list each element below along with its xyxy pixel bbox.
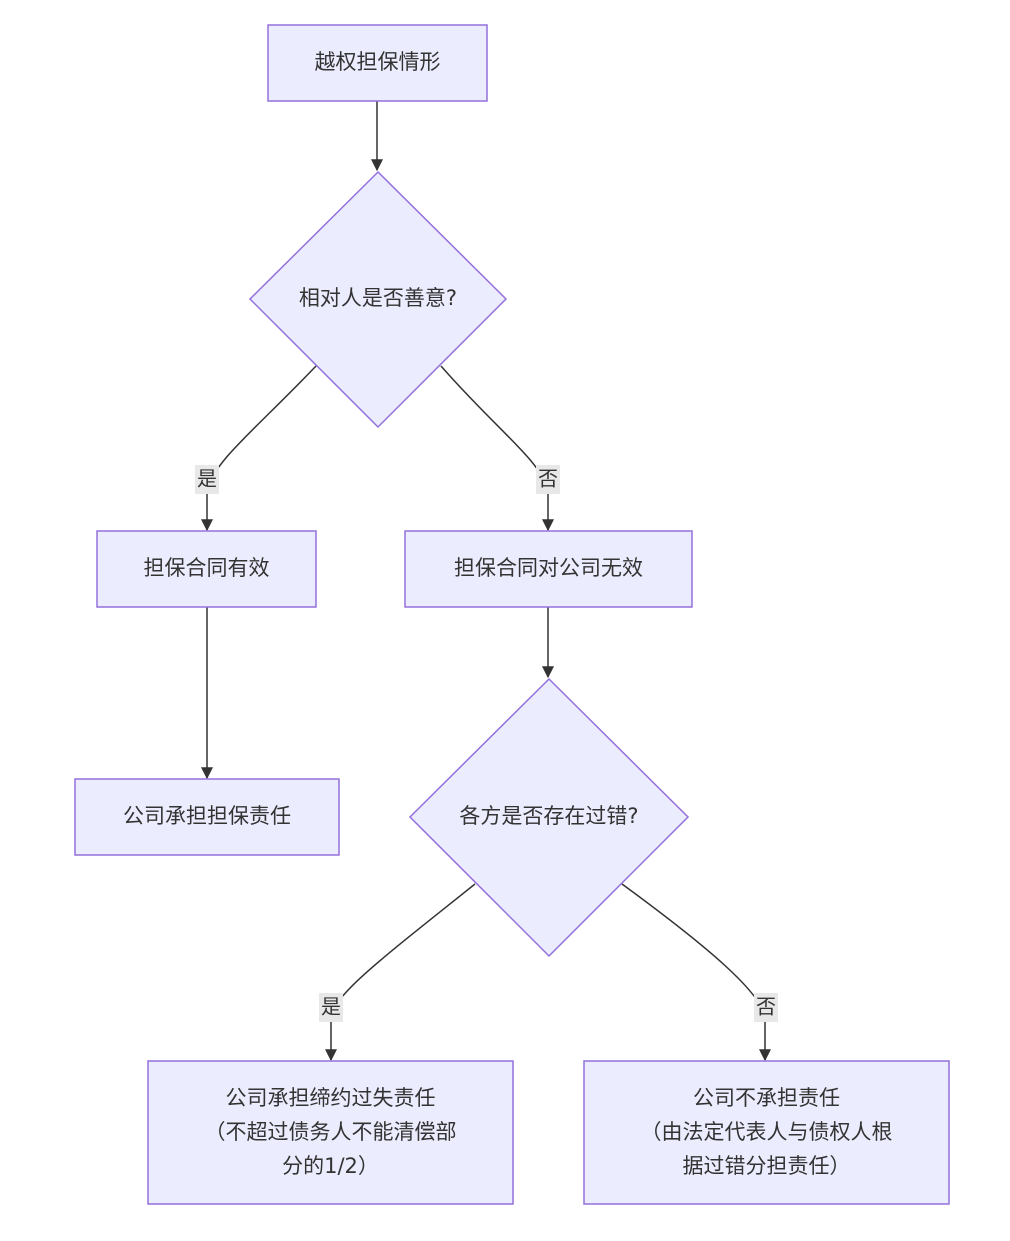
node-company-no-liability: 公司不承担责任 （由法定代表人与债权人根 据过错分担责任） bbox=[583, 1060, 950, 1205]
edge-fault-to-company-fault bbox=[325, 883, 476, 1062]
edges bbox=[201, 101, 771, 1062]
node-company-no-liability-line-2: （由法定代表人与债权人根 bbox=[641, 1120, 893, 1144]
decision-fault-label: 各方是否存在过错? bbox=[459, 804, 638, 828]
edge-label-good-faith-no-text: 否 bbox=[538, 467, 558, 491]
node-company-fault-line-2: （不超过债务人不能清偿部 bbox=[205, 1120, 457, 1144]
node-contract-valid: 担保合同有效 bbox=[96, 530, 317, 608]
edge-label-good-faith-no: 否 bbox=[536, 465, 560, 494]
decision-good-faith: 相对人是否善意? bbox=[248, 170, 508, 429]
node-start-label: 越权担保情形 bbox=[315, 50, 441, 74]
node-start: 越权担保情形 bbox=[267, 24, 488, 102]
edge-label-fault-yes-text: 是 bbox=[321, 995, 341, 1019]
node-company-guarantee-label: 公司承担担保责任 bbox=[123, 804, 291, 828]
edge-label-fault-no-text: 否 bbox=[756, 995, 776, 1019]
node-company-no-liability-line-1: 公司不承担责任 bbox=[693, 1086, 840, 1110]
edge-question-to-valid bbox=[201, 365, 317, 532]
edge-label-good-faith-yes-text: 是 bbox=[197, 467, 217, 491]
decision-good-faith-label: 相对人是否善意? bbox=[299, 286, 457, 310]
edge-fault-to-no-liability bbox=[621, 883, 771, 1062]
node-company-fault-line-3: 分的1/2） bbox=[282, 1154, 379, 1178]
edge-label-fault-yes: 是 bbox=[319, 993, 343, 1022]
node-company-fault: 公司承担缔约过失责任 （不超过债务人不能清偿部 分的1/2） bbox=[147, 1060, 514, 1205]
edge-question-to-invalid bbox=[440, 365, 554, 532]
node-company-fault-line-1: 公司承担缔约过失责任 bbox=[226, 1086, 436, 1110]
edge-label-good-faith-yes: 是 bbox=[195, 465, 219, 494]
node-contract-invalid: 担保合同对公司无效 bbox=[404, 530, 693, 608]
edge-label-fault-no: 否 bbox=[754, 993, 778, 1022]
node-company-guarantee: 公司承担担保责任 bbox=[74, 778, 340, 856]
node-company-no-liability-line-3: 据过错分担责任） bbox=[683, 1154, 851, 1178]
node-contract-invalid-label: 担保合同对公司无效 bbox=[454, 556, 643, 580]
node-contract-valid-label: 担保合同有效 bbox=[144, 556, 270, 580]
decision-fault: 各方是否存在过错? bbox=[408, 677, 690, 958]
